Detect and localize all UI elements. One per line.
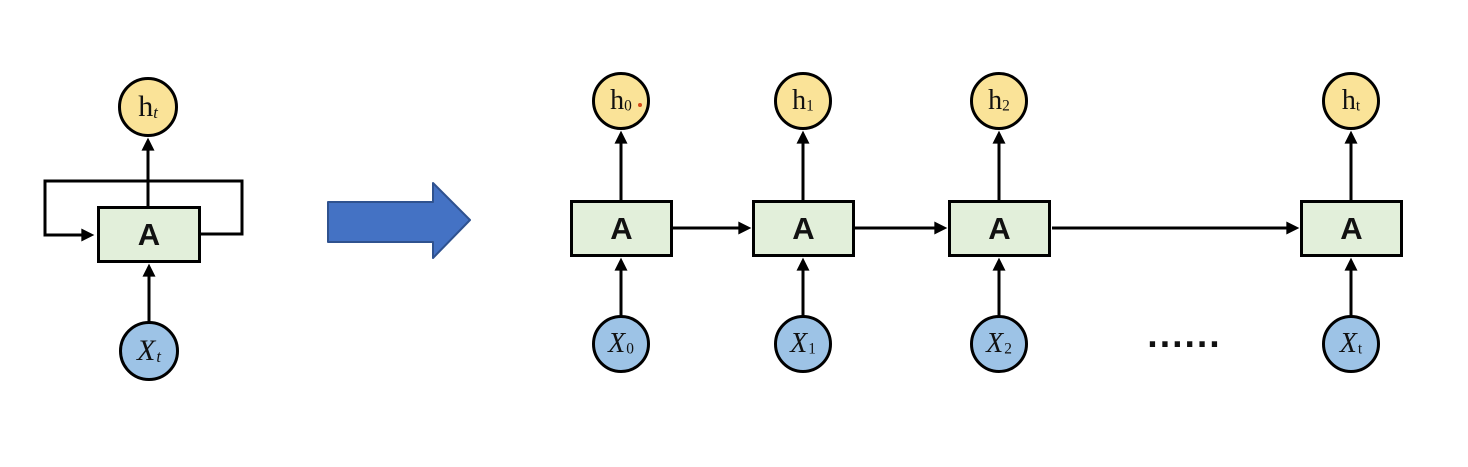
unit2-input-subscript: 2 <box>1004 340 1012 358</box>
unit0-output-label: h <box>610 85 625 116</box>
unit3-input-label: X <box>1339 328 1357 359</box>
unit2-cell-box: A <box>948 200 1051 257</box>
unit3-output-subscript: t <box>1355 97 1361 115</box>
unit3-cell-label: A <box>1340 210 1363 246</box>
unit0-cell-box: A <box>570 200 673 257</box>
unit3-input-subscript: t <box>1357 340 1363 358</box>
unit1-cell-label: A <box>792 210 815 246</box>
left-output-subscript: t <box>153 102 158 122</box>
unit2-output-subscript: 2 <box>1002 97 1010 115</box>
unit0-input-subscript: 0 <box>626 340 634 358</box>
recurrent-loop-arrow <box>43 179 244 242</box>
ellipsis-dots: ...... <box>1146 320 1222 355</box>
left-cell-label: A <box>137 216 161 252</box>
unit0-output-subscript: 0 <box>624 97 632 115</box>
unit1-input-subscript: 1 <box>808 340 816 358</box>
left-input-subscript: t <box>156 346 161 366</box>
unit1-cell-box: A <box>752 200 855 257</box>
unit0-cell-label: A <box>610 210 633 246</box>
unit0-input-label: X <box>608 328 626 359</box>
unit2-input-label: X <box>986 328 1004 359</box>
unit1-output-subscript: 1 <box>806 97 814 115</box>
unit2-cell-label: A <box>988 210 1011 246</box>
unit3-output-label: h <box>1341 85 1356 116</box>
left-cell-box: A <box>97 206 201 263</box>
left-input-label: X <box>137 334 156 367</box>
unit1-input-label: X <box>790 328 808 359</box>
unit2-output-label: h <box>988 85 1003 116</box>
stray-red-dot <box>638 103 642 107</box>
unit1-output-label: h <box>792 85 807 116</box>
left-output-label: h <box>138 90 154 123</box>
unroll-block-arrow <box>327 182 471 259</box>
unit3-cell-box: A <box>1300 200 1403 257</box>
